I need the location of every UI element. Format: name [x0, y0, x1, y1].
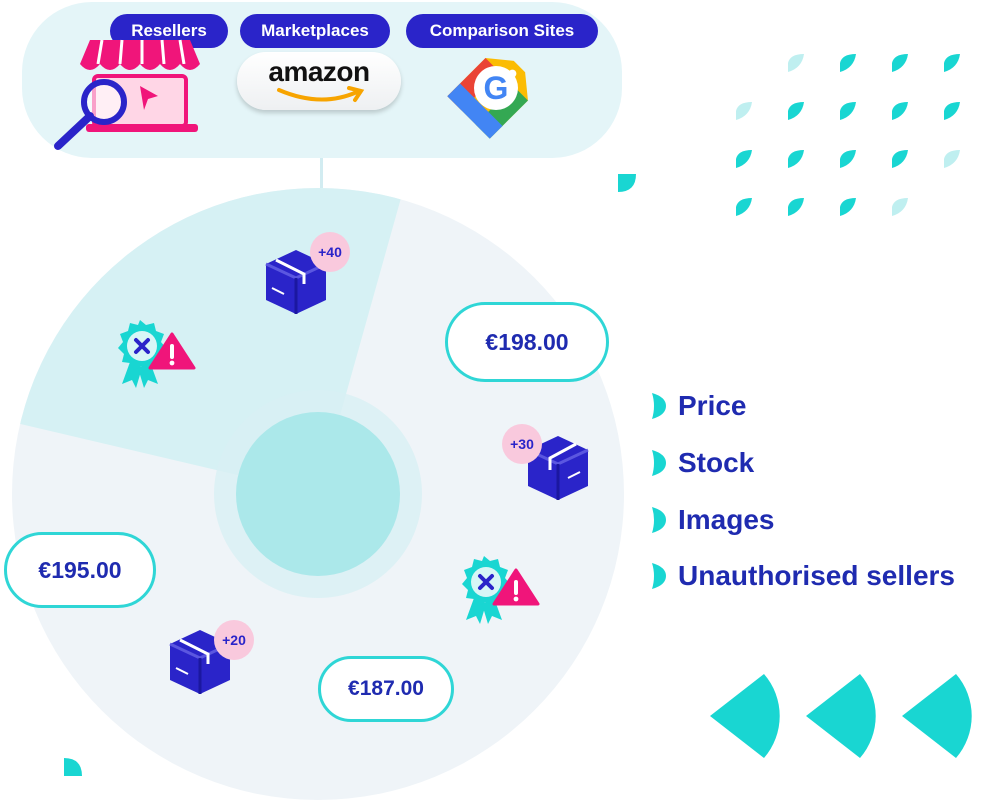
comparison-sites-pill: Comparison Sites [406, 14, 598, 48]
decorative-leaf-grid [736, 54, 960, 216]
amazon-wordmark: amazon [268, 56, 370, 87]
warning-badge-icon [118, 320, 196, 388]
google-g-letter: G [474, 66, 518, 110]
amazon-logo: amazon [237, 52, 401, 110]
feature-label: Unauthorised sellers [678, 560, 955, 591]
decorative-corner-shape [618, 174, 636, 192]
leaf-bullet-icon [652, 563, 666, 589]
box-icon [265, 250, 327, 314]
amazon-smile-arrow [277, 86, 365, 102]
stock-badge: +30 [502, 424, 542, 464]
feature-item-images: Images [648, 500, 775, 540]
google-shopping-tag-icon: G [446, 44, 542, 140]
decorative-corner-shape [64, 758, 82, 776]
feature-item-unauthorised-sellers: Unauthorised sellers [648, 556, 955, 596]
price-pill: €198.00 [445, 302, 609, 382]
store-magnifier-icon [54, 39, 200, 150]
stock-badge: +20 [214, 620, 254, 660]
connector-line [320, 158, 323, 188]
price-pill: €187.00 [318, 656, 454, 722]
warning-badge-icon [462, 556, 540, 624]
feature-label: Images [678, 504, 775, 535]
feature-item-price: Price [648, 386, 747, 426]
decorative-arcs [710, 674, 972, 758]
feature-label: Stock [678, 447, 755, 478]
stock-badge: +40 [310, 232, 350, 272]
feature-item-stock: Stock [648, 443, 754, 483]
price-pill: €195.00 [4, 532, 156, 608]
leaf-bullet-icon [652, 450, 666, 476]
leaf-bullet-icon [652, 393, 666, 419]
feature-label: Price [678, 390, 747, 421]
box-icon [527, 436, 589, 500]
leaf-bullet-icon [652, 507, 666, 533]
marketplaces-pill: Marketplaces [240, 14, 390, 48]
